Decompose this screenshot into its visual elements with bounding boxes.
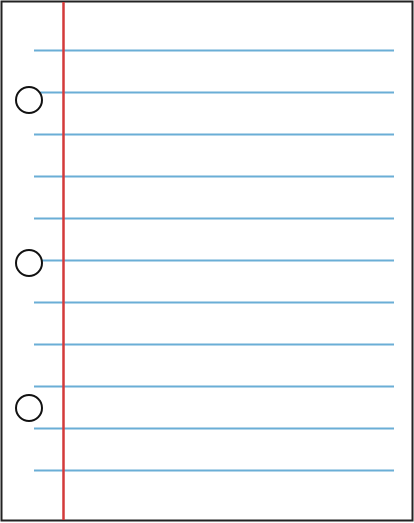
punch-holes: [15, 86, 43, 422]
punch-hole: [15, 86, 43, 114]
punch-hole: [15, 249, 43, 277]
punch-hole: [15, 394, 43, 422]
ruled-lines: [34, 49, 394, 472]
